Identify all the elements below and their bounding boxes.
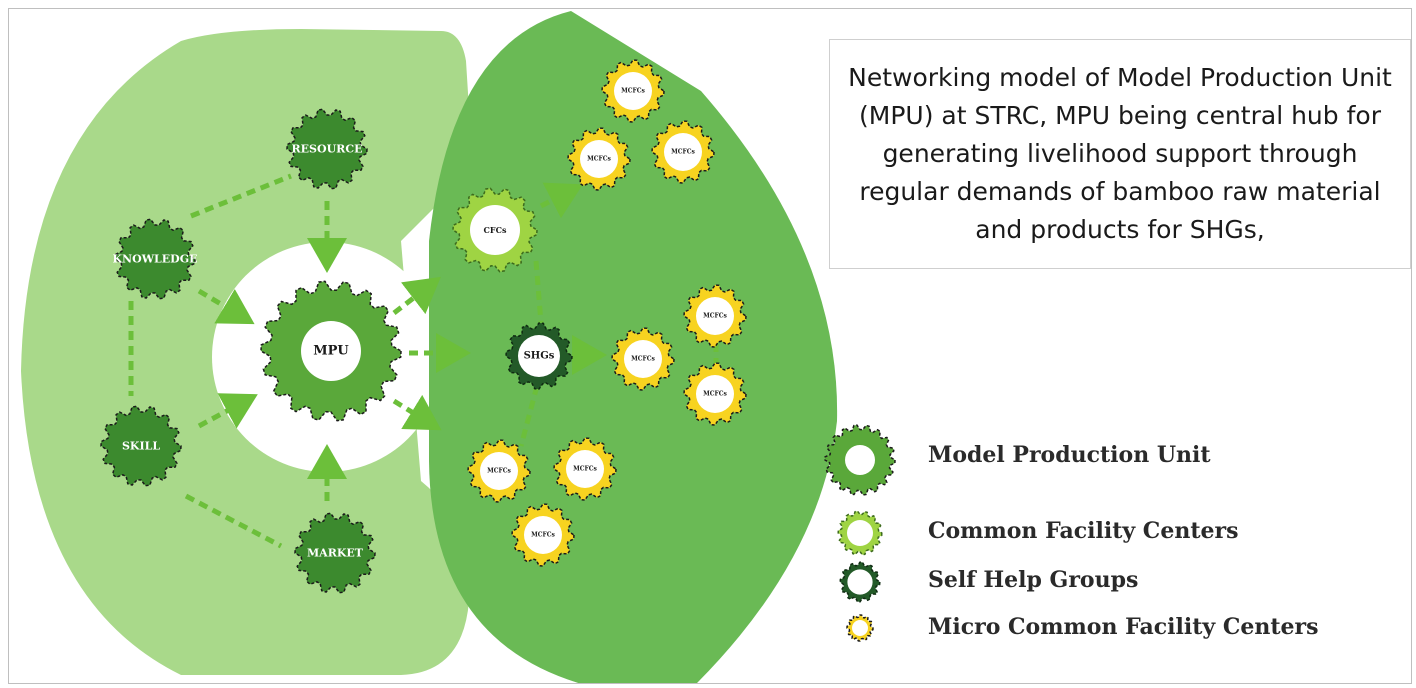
arrow-cfcs-mcfcs (539, 182, 583, 219)
arrow-mpu-cfcs (392, 276, 441, 315)
resource-gear-label: RESOURCE (292, 143, 363, 156)
legend-label-mpu: Model Production Unit (928, 442, 1211, 468)
mcfcs-gear-4-label: MCFCs (703, 313, 727, 320)
market-gear-label: MARKET (307, 547, 364, 560)
cfc-legend-gear-center (847, 520, 873, 546)
mcfcs-gear-9-center (524, 516, 562, 554)
legend-item-mpu: Model Production Unit (820, 420, 1211, 500)
caption-text: Networking model of Model Production Uni… (848, 63, 1392, 244)
cfcs-gear: CFCs (452, 187, 538, 273)
legend-label-shg: Self Help Groups (928, 567, 1139, 593)
mcfcs-gear-1-label: MCFCs (621, 88, 645, 95)
skill-gear-shape (100, 405, 182, 487)
cfcs-gear-label: CFCs (484, 225, 507, 235)
resource-gear-shape (286, 108, 368, 190)
mpu-gear-center (301, 321, 361, 381)
mpu-gear: MPU (260, 280, 402, 422)
resource-gear: RESOURCE (286, 108, 368, 190)
shgs-gear-center (518, 335, 560, 377)
shg-gear-icon (839, 561, 881, 603)
shgs-gear: SHGs (505, 322, 573, 390)
mcfcs-gear-9: MCFCs (511, 503, 575, 567)
legend-label-cfc: Common Facility Centers (928, 518, 1239, 544)
cfcs-gear-center (470, 205, 520, 255)
cfc-legend-gear (837, 510, 883, 556)
mcfcs-gear-3-center (664, 133, 702, 171)
cfc-gear-icon (837, 510, 883, 556)
knowledge-gear: KNOWLEDGE (113, 218, 198, 300)
mcfc-legend-gear-center (852, 620, 868, 636)
skill-gear-label: SKILL (122, 440, 160, 453)
knowledge-gear-shape (114, 218, 196, 300)
mcfcs-gear-1: MCFCs (601, 59, 665, 123)
mcfcs-gear-5-label: MCFCs (631, 356, 655, 363)
shg-legend-gear-center (847, 569, 873, 595)
mcfcs-gear-2-label: MCFCs (587, 156, 611, 163)
outer-ring-background (21, 29, 472, 675)
link-shgs-mcfcs-lower (518, 385, 540, 447)
legend-item-cfc: Common Facility Centers (820, 508, 1238, 558)
legend-label-mcfc: Micro Common Facility Centers (928, 614, 1319, 640)
shg-legend-gear (839, 561, 881, 603)
mcfcs-gear-4-center (696, 297, 734, 335)
market-gear: MARKET (294, 512, 376, 594)
mcfcs-gear-1-center (614, 72, 652, 110)
mcfcs-gear-6-label: MCFCs (703, 391, 727, 398)
mcfcs-gear-9-label: MCFCs (531, 532, 555, 539)
mcfcs-gear-3-label: MCFCs (671, 149, 695, 156)
arrow-mpu-mcfcs (392, 394, 442, 431)
skill-gear: SKILL (100, 405, 182, 487)
mpu-legend-gear-center (845, 445, 875, 475)
mpu-gear-label: MPU (313, 344, 349, 359)
mcfc-gear-icon (846, 614, 874, 642)
link-knowledge-resource (190, 173, 292, 219)
mcfcs-gear-4: MCFCs (683, 284, 747, 348)
mcfc-legend-gear (846, 614, 874, 642)
mpu-gear-icon (824, 424, 896, 496)
mcfcs-gear-7: MCFCs (467, 439, 531, 503)
legend-item-mcfc: Micro Common Facility Centers (820, 610, 1318, 646)
network-diagram: RESOURCEKNOWLEDGESKILLMARKETMPUCFCsSHGsM… (21, 11, 838, 683)
knowledge-gear-label: KNOWLEDGE (113, 253, 198, 266)
mcfcs-gear-7-label: MCFCs (487, 468, 511, 475)
shgs-gear-label: SHGs (524, 351, 555, 362)
link-skill-market (184, 493, 283, 549)
connector-layer (128, 173, 719, 549)
mcfcs-gear-3: MCFCs (651, 120, 715, 184)
mcfcs-gear-5-center (624, 340, 662, 378)
gear-layer: RESOURCEKNOWLEDGESKILLMARKETMPUCFCsSHGsM… (100, 59, 747, 594)
arrow-knowledge-mpu (197, 288, 255, 325)
legend-item-shg: Self Help Groups (820, 560, 1138, 604)
market-gear-shape (294, 512, 376, 594)
mcfcs-gear-7-center (480, 452, 518, 490)
link-cfcs-shgs (533, 260, 544, 324)
mcfcs-gear-2: MCFCs (567, 127, 631, 191)
mcfcs-gear-6: MCFCs (683, 362, 747, 426)
caption-box: Networking model of Model Production Uni… (829, 39, 1411, 269)
mcfcs-gear-6-center (696, 375, 734, 413)
mcfcs-gear-8-label: MCFCs (573, 466, 597, 473)
mcfcs-gear-8: MCFCs (553, 437, 617, 501)
mpu-legend-gear (824, 424, 896, 496)
mcfcs-gear-2-center (580, 140, 618, 178)
mcfcs-gear-8-center (566, 450, 604, 488)
mcfcs-gear-5: MCFCs (611, 327, 675, 391)
arrow-skill-mpu (197, 393, 258, 429)
